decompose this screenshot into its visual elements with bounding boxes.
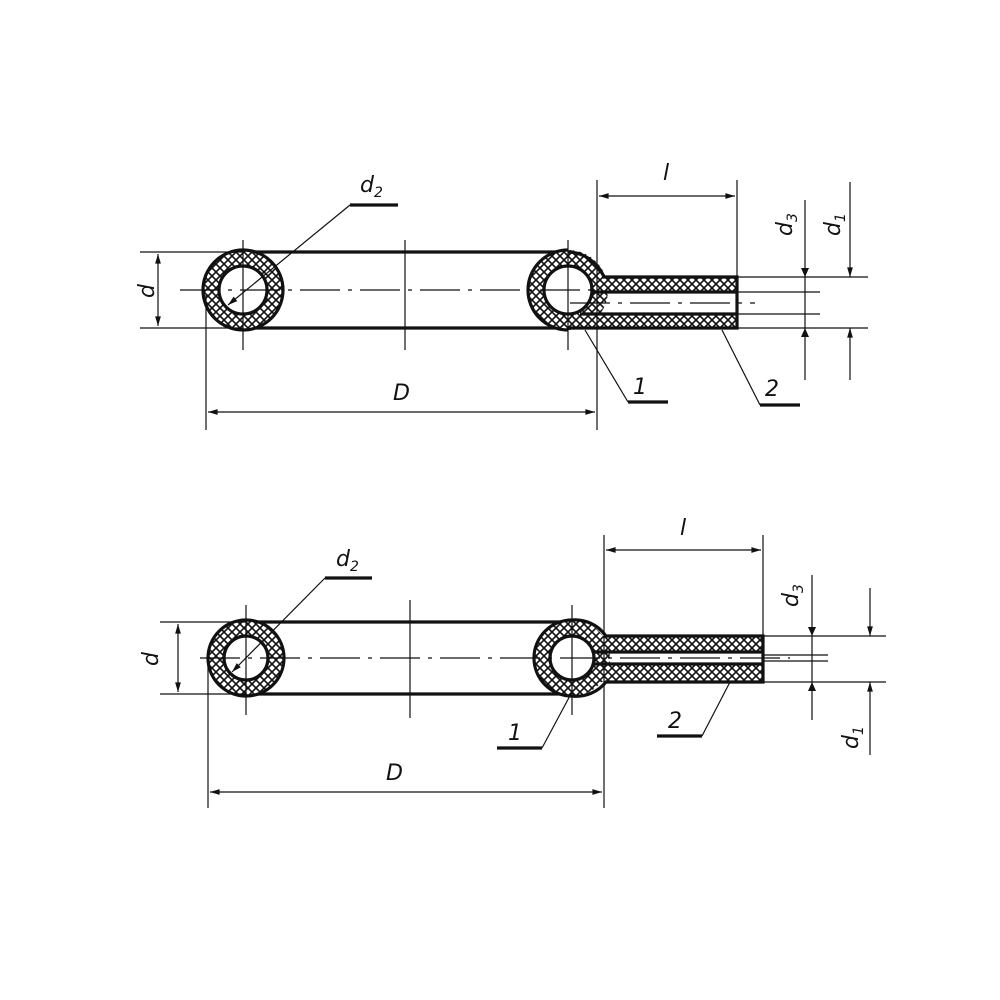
label-d1: d1 <box>821 213 849 236</box>
tail-hatch-top <box>590 277 737 292</box>
label-part2: 2 <box>765 377 779 402</box>
leader-part1 <box>584 329 629 403</box>
tail-hatch-top <box>598 636 763 652</box>
label-d3: d3 <box>773 213 801 236</box>
tail-outline <box>571 618 765 698</box>
label-part2: 2 <box>668 709 682 734</box>
leader-d2 <box>231 577 326 673</box>
label-D: D <box>386 761 403 786</box>
label-d1: d1 <box>839 726 867 749</box>
label-d2: d2 <box>360 173 383 201</box>
leader-part1 <box>541 691 573 749</box>
view-top: d d2 D l d3 d1 1 2 <box>135 161 868 430</box>
leader-part2 <box>721 329 761 406</box>
label-d3: d3 <box>779 584 807 607</box>
view-bottom: d d2 D l d3 d1 1 2 <box>139 516 886 808</box>
label-part1: 1 <box>633 375 647 400</box>
tail-hatch-bottom <box>598 664 763 682</box>
label-part1: 1 <box>508 721 522 746</box>
leader-d2 <box>227 204 351 306</box>
label-l: l <box>663 161 669 186</box>
leader-part2 <box>701 681 731 737</box>
label-d: d <box>139 651 164 666</box>
label-d: d <box>135 283 160 298</box>
tail-hatch-bottom <box>575 314 737 328</box>
label-l: l <box>680 516 686 541</box>
label-D: D <box>393 381 410 406</box>
label-d2: d2 <box>336 547 359 575</box>
tail-outline <box>567 250 739 330</box>
